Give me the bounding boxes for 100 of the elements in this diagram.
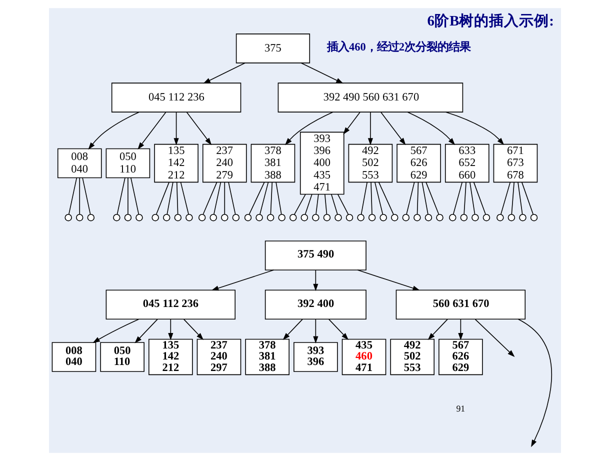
arrow (168, 318, 174, 340)
arrow (407, 112, 456, 146)
node-box: 435 460 471 (342, 338, 386, 376)
node-circle (290, 214, 297, 222)
node-circle (472, 214, 479, 222)
node-circle (346, 214, 354, 222)
node-box: 045 112 236 (111, 82, 242, 112)
connector (68, 178, 78, 215)
node-box: 392 490 560 631 670 (278, 82, 464, 112)
node-box: 237 240 279 (202, 144, 247, 183)
node-box: 375 490 (264, 240, 366, 270)
arrow (88, 112, 140, 150)
arrow (445, 112, 504, 145)
arrow (211, 270, 274, 291)
connector (374, 182, 384, 215)
node-circle (113, 214, 120, 222)
connector (260, 182, 269, 215)
node-circle (460, 214, 468, 222)
node-circle (519, 214, 526, 222)
node-box: 378 381 388 (250, 144, 296, 183)
node-circle (210, 214, 217, 222)
node-box: 560 631 670 (396, 290, 526, 320)
arrow (474, 318, 515, 358)
arrow (368, 112, 373, 146)
node-circle (368, 214, 376, 222)
node-circle (136, 214, 143, 222)
arrow (328, 318, 349, 340)
node-box: 050 110 (100, 342, 144, 372)
node-box: 393 396 400 435 471 (300, 132, 344, 195)
connector (511, 182, 514, 215)
connector (156, 182, 170, 215)
node-box: 045 112 236 (106, 290, 236, 320)
node-box: 633 652 660 (444, 144, 490, 183)
node-box: 135 142 212 (154, 144, 198, 183)
connector (304, 194, 312, 215)
node-circle (414, 214, 421, 222)
arrow (183, 318, 204, 340)
connector (416, 182, 419, 215)
connector (406, 182, 415, 215)
arrow (428, 318, 448, 340)
node-circle (334, 214, 342, 222)
connector (248, 182, 265, 215)
connector (176, 182, 178, 215)
arrow (518, 318, 552, 448)
node-circle (436, 214, 444, 222)
arrow (380, 112, 406, 146)
node-circle (323, 214, 331, 222)
connector (370, 182, 372, 215)
label: 插入460，经过2次分裂的结果 (326, 42, 470, 54)
arrow (174, 112, 179, 146)
node-box: 378 381 388 (245, 338, 290, 376)
node-circle (64, 214, 72, 222)
node-circle (266, 214, 274, 222)
node-box: 567 626 629 (396, 144, 441, 183)
node-circle (380, 214, 387, 222)
node-circle (232, 214, 240, 222)
connector (473, 182, 486, 215)
connector (378, 182, 394, 215)
arrow (284, 112, 334, 146)
node-box: 050 110 (106, 148, 150, 178)
arrow (343, 112, 360, 135)
arrow (313, 270, 318, 292)
connector (331, 194, 338, 215)
node-circle (508, 214, 516, 222)
node-circle (402, 214, 410, 222)
node-box: 392 400 (264, 290, 366, 320)
node-box: 492 502 553 (390, 338, 435, 376)
arrow (203, 62, 246, 84)
node-circle (163, 214, 170, 222)
connector (360, 182, 368, 215)
node-box: 492 502 553 (348, 144, 393, 183)
connector (180, 182, 189, 215)
node-box: 567 626 629 (438, 338, 483, 376)
node-circle (449, 214, 456, 222)
connector (470, 182, 476, 215)
connector (276, 182, 282, 215)
connector (116, 178, 126, 215)
arrow (138, 112, 166, 150)
connector (452, 182, 463, 215)
node-circle (186, 214, 193, 222)
node-circle (152, 214, 159, 222)
connector (316, 194, 319, 215)
connector (518, 182, 523, 215)
diagram-title: 6阶B树的插入示例: (427, 13, 554, 30)
node-circle (424, 214, 432, 222)
arrow (134, 318, 158, 344)
node-circle (244, 214, 252, 222)
arrow (300, 62, 344, 84)
arrow (186, 112, 212, 146)
node-box: 237 240 297 (196, 338, 242, 376)
node-circle (256, 214, 263, 222)
node-circle (300, 214, 308, 222)
node-circle (87, 214, 95, 222)
connector (422, 182, 428, 215)
node-circle (278, 214, 286, 222)
connector (294, 194, 306, 215)
node-box: 375 (236, 34, 310, 64)
node-circle (312, 214, 320, 222)
arrow (282, 318, 303, 340)
node-circle (76, 214, 84, 222)
